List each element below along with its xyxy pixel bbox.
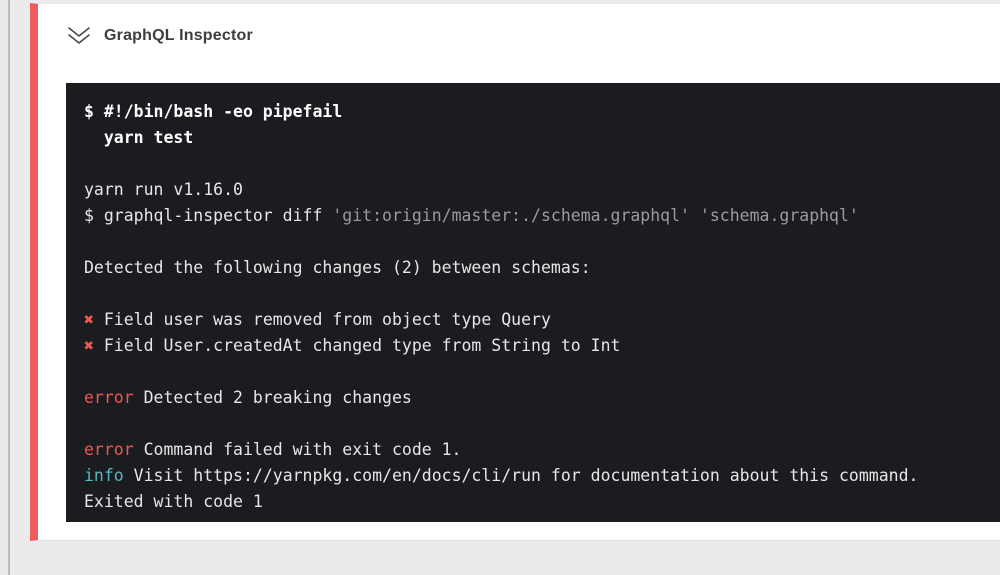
terminal-line: ✖ Field User.createdAt changed type from… xyxy=(84,336,621,355)
terminal-line xyxy=(84,359,988,385)
terminal-line: info Visit https://yarnpkg.com/en/docs/c… xyxy=(84,466,919,485)
terminal-line xyxy=(84,151,988,177)
terminal-line xyxy=(84,229,988,255)
terminal-output[interactable]: $ #!/bin/bash -eo pipefail yarn test yarn… xyxy=(66,83,1000,522)
build-step-card: GraphQL Inspector $ #!/bin/bash -eo pipe… xyxy=(30,3,1000,541)
terminal-line xyxy=(84,411,988,437)
terminal-line: ✖ Field user was removed from object typ… xyxy=(84,310,551,329)
terminal-line xyxy=(84,281,988,307)
terminal-line: Detected the following changes (2) betwe… xyxy=(84,258,591,277)
terminal-line: yarn test xyxy=(84,128,194,147)
terminal-line: Exited with code 1 xyxy=(84,492,263,511)
terminal-line: $ graphql-inspector diff 'git:origin/mas… xyxy=(84,206,859,225)
terminal-line: yarn run v1.16.0 xyxy=(84,180,243,199)
terminal-line: $ #!/bin/bash -eo pipefail xyxy=(84,102,343,121)
terminal-line: error Detected 2 breaking changes xyxy=(84,388,412,407)
step-title: GraphQL Inspector xyxy=(104,27,253,44)
page-edge-divider xyxy=(8,0,10,575)
chevron-double-down-icon[interactable] xyxy=(66,24,92,48)
step-header[interactable]: GraphQL Inspector xyxy=(66,24,253,48)
terminal-line: error Command failed with exit code 1. xyxy=(84,440,462,459)
